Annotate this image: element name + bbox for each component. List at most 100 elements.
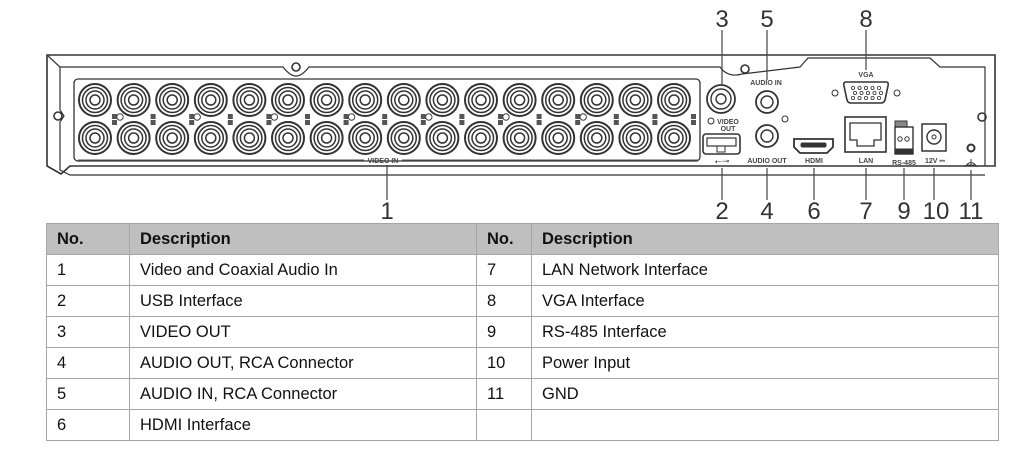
cell-no: 3 <box>46 316 130 348</box>
cell-description: LAN Network Interface <box>531 254 999 286</box>
indicator-hole <box>502 113 510 121</box>
bnc-connector <box>116 121 151 155</box>
cell-no: 2 <box>46 285 130 317</box>
channel-number-label <box>652 120 658 125</box>
vga-pin <box>864 96 869 101</box>
rear-panel-diagram: VIDEO IN VIDEO OUT ⭠⊸ AUDIO IN AUDIO OUT… <box>46 6 996 222</box>
indicator-hole <box>270 113 279 121</box>
vga-pin <box>851 86 856 91</box>
usb-icon: ⭠⊸ <box>715 157 730 167</box>
bnc-connector <box>502 83 537 117</box>
callout-11: 11 <box>959 198 984 222</box>
cell-description: Video and Coaxial Audio In <box>129 254 477 286</box>
vga-pin <box>859 91 864 96</box>
cell-description: USB Interface <box>129 285 477 317</box>
bnc-connector <box>271 121 305 155</box>
video-out-label-2: OUT <box>721 126 737 133</box>
channel-number-label <box>420 114 426 119</box>
cell-no <box>476 409 532 441</box>
channel-number-label <box>382 114 388 119</box>
callout-3: 3 <box>715 6 728 33</box>
bnc-connector <box>271 83 305 117</box>
bnc-connectors <box>78 83 696 155</box>
channel-number-label <box>575 120 581 125</box>
channel-number-label <box>459 120 465 125</box>
bnc-connector <box>155 83 190 117</box>
channel-number-label <box>613 114 619 119</box>
bnc-connector <box>386 83 421 117</box>
bnc-connector <box>657 83 691 117</box>
gnd-terminal <box>966 143 976 153</box>
bnc-connector <box>579 83 614 117</box>
callout-2: 2 <box>715 198 728 222</box>
indicator-hole <box>579 113 587 121</box>
channel-number-label <box>652 114 658 119</box>
screw-icon <box>977 112 987 122</box>
bnc-connector <box>232 83 267 117</box>
channel-number-label <box>227 120 233 125</box>
bnc-connector <box>579 121 614 155</box>
bnc-connector <box>78 83 112 117</box>
cell-no: 6 <box>46 409 130 441</box>
bnc-connector <box>618 83 653 117</box>
cell-no: 8 <box>476 285 532 317</box>
vga-pin <box>879 91 884 96</box>
channel-number-label <box>343 114 349 119</box>
callout-9: 9 <box>897 198 910 222</box>
power-jack <box>921 123 947 152</box>
channel-number-label <box>112 120 117 125</box>
audio-out-connector <box>755 124 779 148</box>
cell-description: VGA Interface <box>531 285 999 317</box>
vga-pin <box>870 86 875 91</box>
channel-number-label <box>189 114 195 119</box>
bnc-connector <box>541 121 576 155</box>
audio-in-label: AUDIO IN <box>750 80 782 87</box>
cell-no: 1 <box>46 254 130 286</box>
channel-number-label <box>266 120 272 125</box>
cell-description: VIDEO OUT <box>129 316 477 348</box>
callout-1: 1 <box>380 198 393 222</box>
vga-pin <box>870 96 875 101</box>
bnc-connector <box>193 121 228 155</box>
callout-8: 8 <box>859 6 872 33</box>
video-out-connector <box>706 84 736 125</box>
channel-number-label <box>150 114 156 119</box>
lan-label: LAN <box>859 158 873 165</box>
vga-pin <box>877 96 882 101</box>
screw-icon <box>740 64 750 74</box>
chassis-outline <box>46 54 996 175</box>
bnc-connector <box>348 121 383 155</box>
cell-description: AUDIO IN, RCA Connector <box>129 378 477 410</box>
bnc-connector <box>309 121 344 155</box>
vga-pin <box>864 86 869 91</box>
bnc-connector <box>541 83 576 117</box>
cell-description <box>531 409 999 441</box>
indicator-hole <box>425 113 433 121</box>
bnc-connector <box>78 121 112 155</box>
hdmi-label: HDMI <box>805 158 823 165</box>
header-no-2: No. <box>476 223 532 255</box>
channel-number-label <box>227 114 233 119</box>
channel-number-label <box>112 114 117 119</box>
video-in-label: VIDEO IN <box>368 158 399 165</box>
cell-no: 7 <box>476 254 532 286</box>
vga-pin <box>866 91 871 96</box>
cell-description: Power Input <box>531 347 999 379</box>
callout-5: 5 <box>760 6 773 33</box>
callout-10: 10 <box>923 198 950 222</box>
screw-icon <box>291 62 301 72</box>
channel-number-label <box>420 120 426 125</box>
hdmi-port <box>793 138 834 154</box>
channel-number-label <box>150 120 156 125</box>
usb-port <box>702 133 741 155</box>
cell-no: 9 <box>476 316 532 348</box>
bnc-connector <box>425 121 460 155</box>
channel-number-label <box>498 114 503 119</box>
bnc-connector <box>425 83 460 117</box>
bnc-plate <box>73 78 701 162</box>
channel-number-label <box>189 120 195 125</box>
header-description-2: Description <box>531 223 999 255</box>
